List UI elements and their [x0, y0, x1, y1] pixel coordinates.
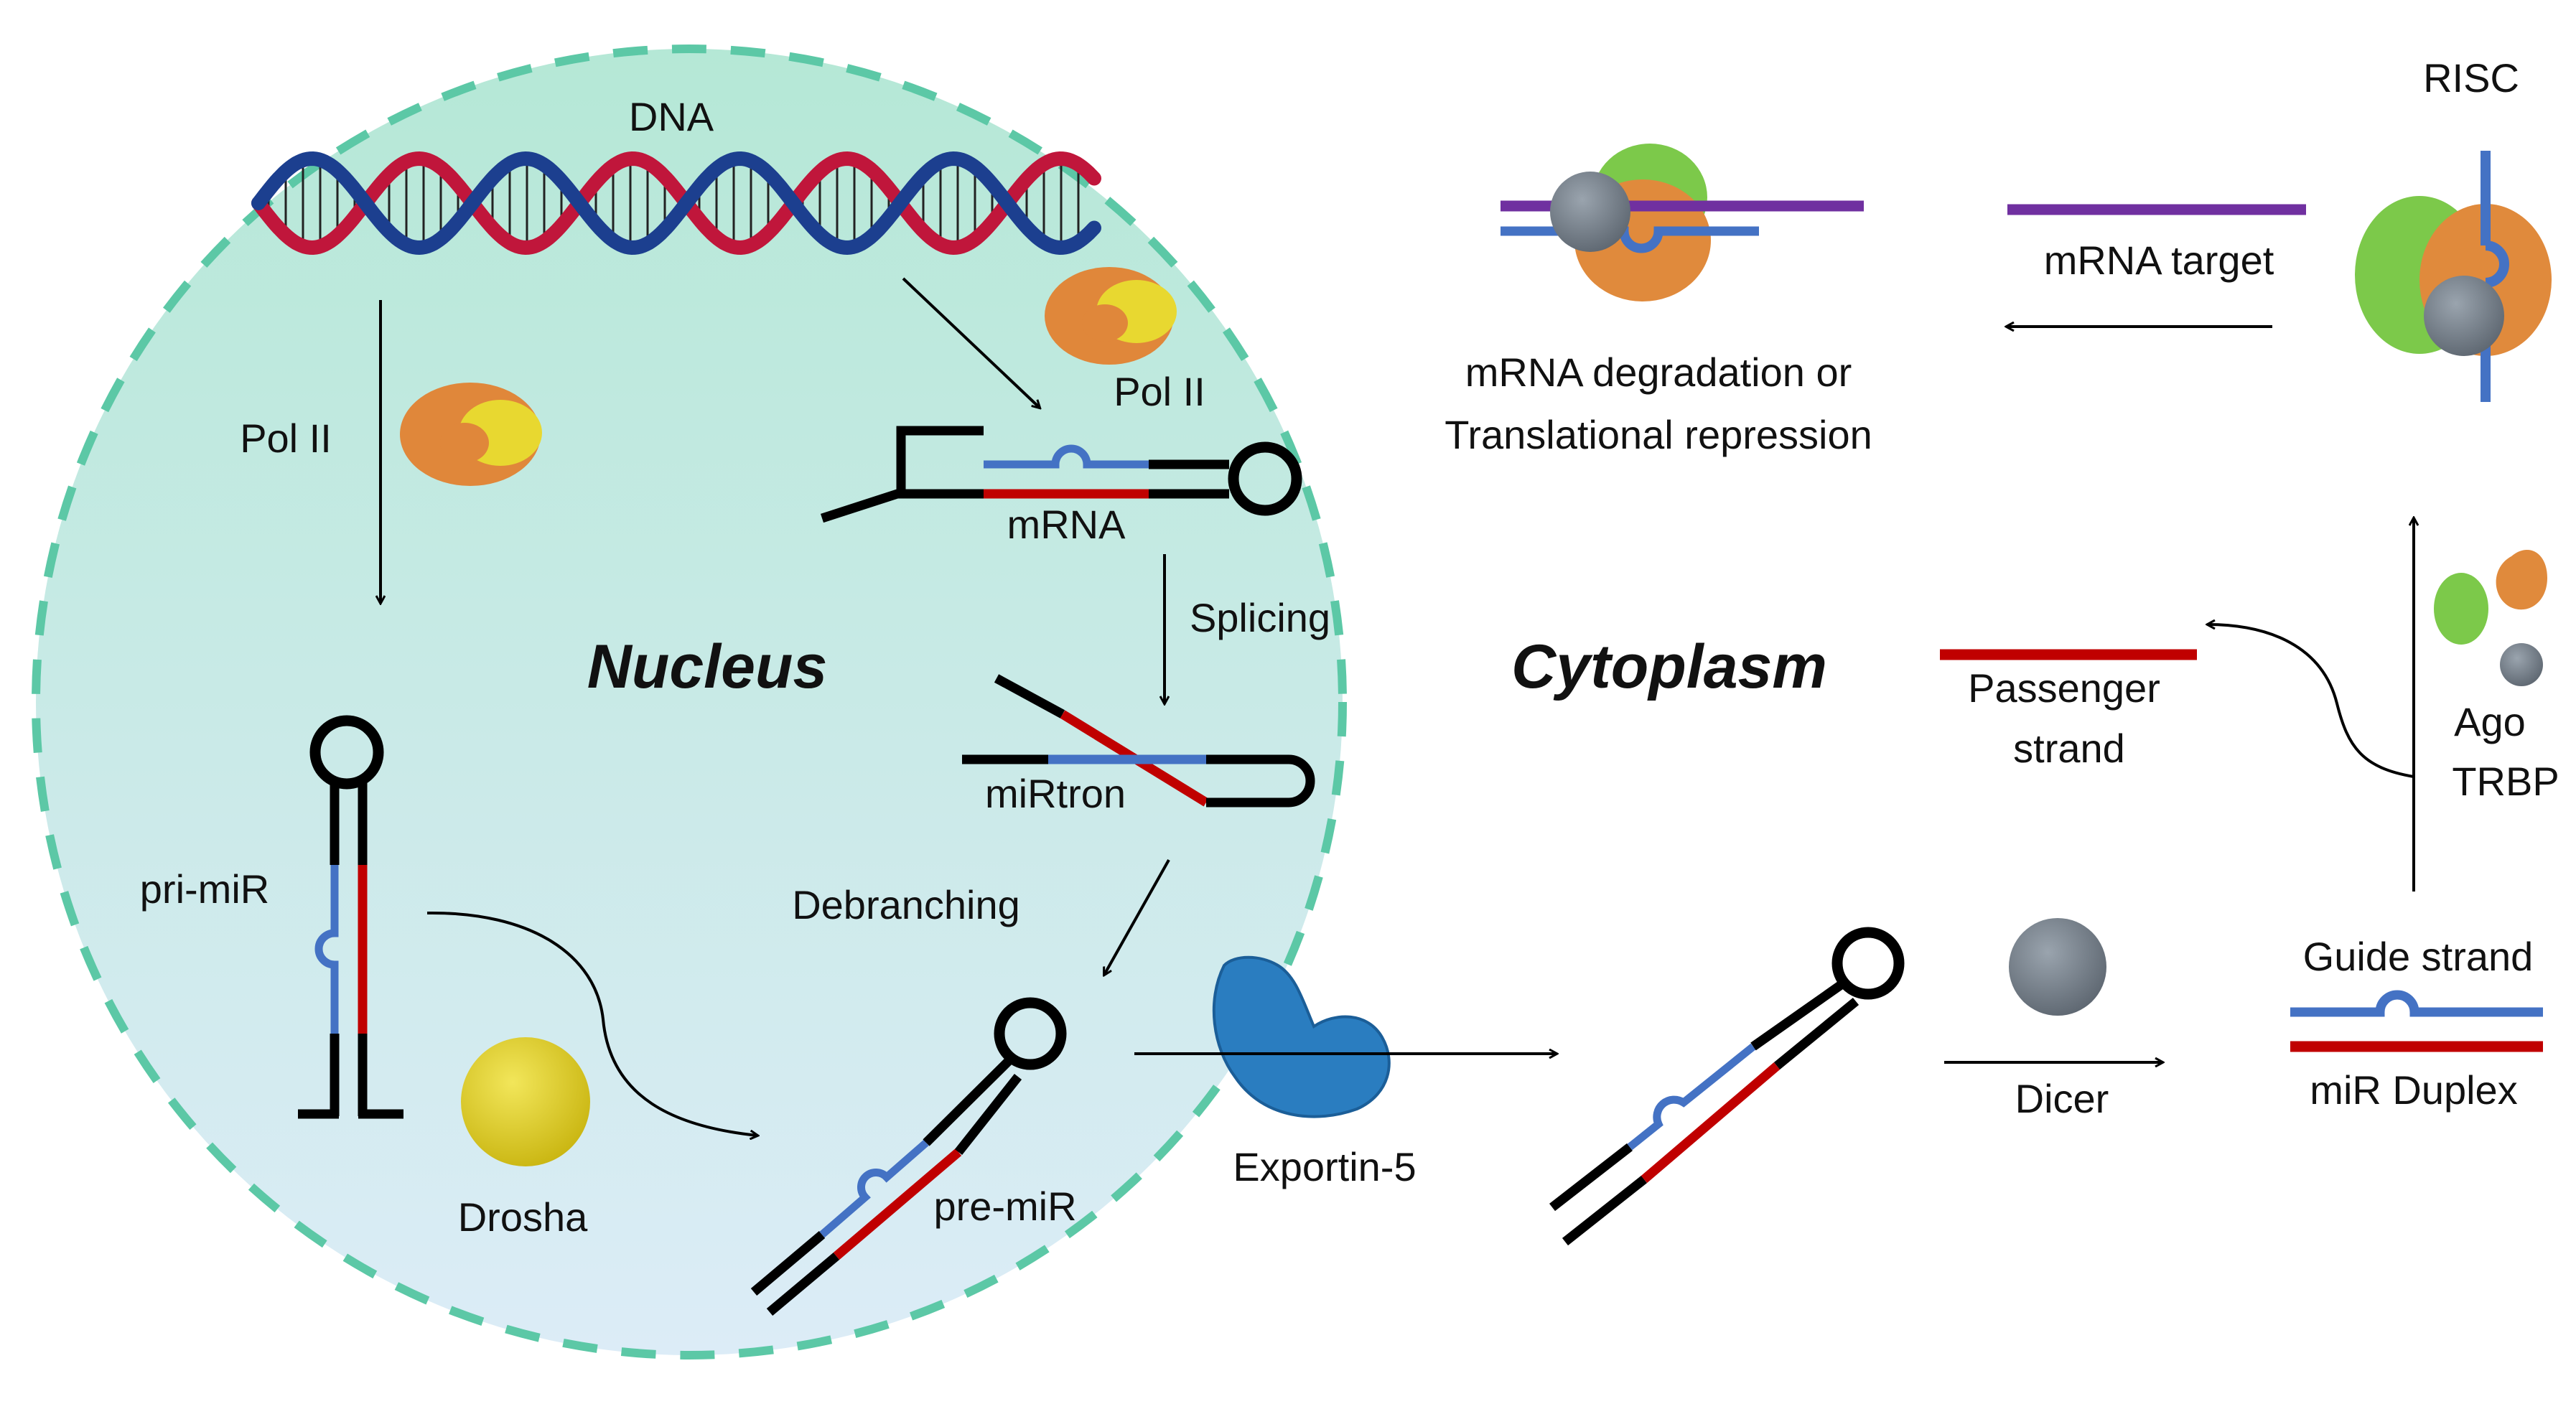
risc-label: RISC: [2423, 55, 2519, 100]
passenger-label-line1: Passenger: [1968, 665, 2160, 711]
mir-duplex-structure: [2290, 990, 2543, 1052]
degradation-label-line1: mRNA degradation or: [1465, 350, 1852, 395]
cytoplasmic-pre-mir-structure: [1549, 927, 1905, 1246]
dicer-label: Dicer: [2015, 1076, 2109, 1121]
pre-mir-label: pre-miR: [933, 1184, 1076, 1229]
pre-mir-structure: [750, 997, 1067, 1316]
exportin-label: Exportin-5: [1233, 1144, 1416, 1189]
pol2-left-enzyme: [400, 383, 542, 486]
mrna-target-label: mRNA target: [2044, 238, 2274, 283]
drosha-label: Drosha: [458, 1194, 588, 1240]
pol2-left-label: Pol II: [240, 416, 332, 461]
arrow-debranching: [1104, 859, 1170, 975]
mirtron-structure: [962, 674, 1315, 808]
arrow-drosha: [426, 911, 757, 1136]
nucleus-title: Nucleus: [587, 632, 828, 701]
pri-mir-structure: [298, 715, 403, 1119]
ago-label: Ago: [2454, 699, 2526, 744]
cytoplasm-title: Cytoplasm: [1511, 632, 1827, 701]
dicer-enzyme: [2009, 918, 2106, 1016]
degradation-label-line2: Translational repression: [1445, 412, 1872, 457]
mir-duplex-label: miR Duplex: [2310, 1067, 2517, 1113]
arrow-dna-to-mrna: [902, 277, 1040, 408]
mrna-structure: [820, 426, 1302, 523]
pol2-right-enzyme: [1045, 267, 1177, 365]
risc-complex: [2355, 151, 2552, 402]
dna-strand-red: [251, 151, 1101, 256]
mirtron-label: miRtron: [985, 771, 1126, 816]
mrna-label: mRNA: [1007, 502, 1126, 547]
passenger-label-line2: strand: [2013, 726, 2125, 771]
pri-mir-label: pri-miR: [140, 866, 269, 912]
splicing-label: Splicing: [1190, 595, 1330, 640]
nucleus-region: [32, 45, 1347, 1359]
ago-trbp-proteins: [2434, 550, 2547, 686]
silencing-complex: [1501, 144, 1864, 301]
guide-strand-label: Guide strand: [2303, 934, 2534, 979]
pol2-right-label: Pol II: [1114, 369, 1205, 414]
dna-helix: [251, 151, 1101, 256]
exportin-5-protein: [1212, 955, 1391, 1118]
drosha-enzyme: [461, 1037, 590, 1166]
dna-strand-blue: [251, 151, 1101, 256]
dna-label: DNA: [629, 94, 714, 139]
arrow-to-passenger: [2208, 624, 2414, 778]
debranching-label: Debranching: [792, 882, 1020, 927]
trbp-label: TRBP: [2452, 759, 2559, 804]
